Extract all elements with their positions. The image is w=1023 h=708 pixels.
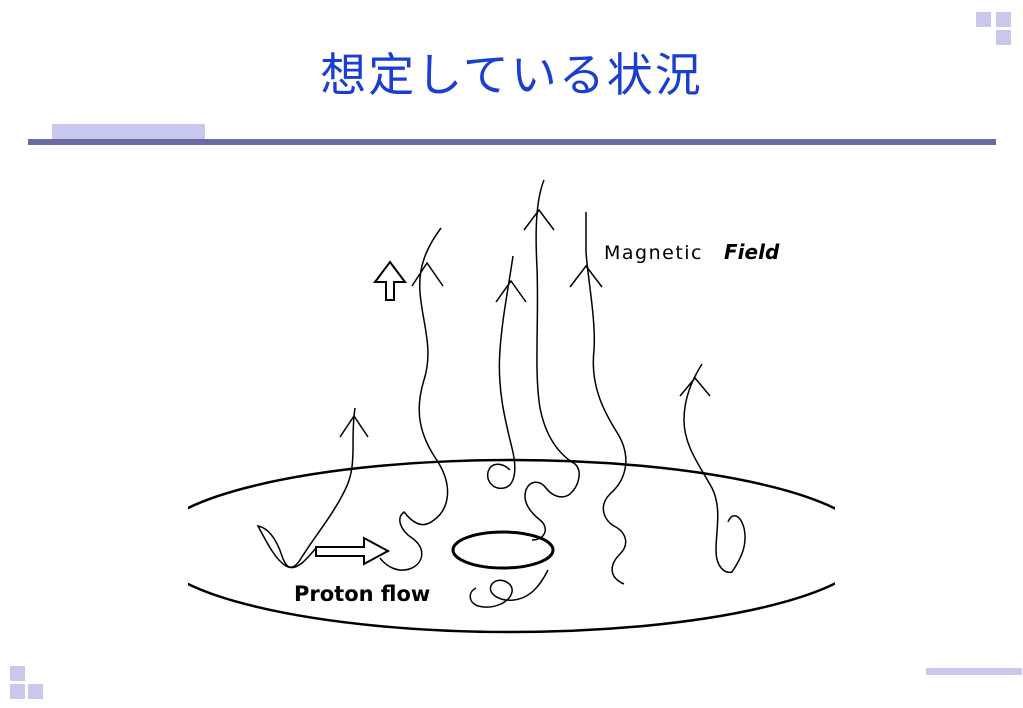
arrowhead-2 [411,261,444,287]
field-line-2 [379,227,449,571]
arrowhead-1 [339,414,369,438]
arrowhead-5 [569,264,603,288]
central-loop [451,530,555,570]
arrowhead-6 [679,376,711,397]
corner-square-bottom-left-3 [28,684,43,699]
field-line-4 [524,179,580,541]
corner-square-bottom-left-2 [10,684,25,699]
field-label: Field [724,240,780,264]
disk-ellipse [188,458,835,634]
corner-square-top-right-3 [996,30,1011,45]
bottom-right-bar [926,668,1022,675]
title-rule-accent [52,124,205,139]
open-up-arrow-icon [373,260,407,301]
field-line-6 [683,363,746,574]
title-rule [28,139,996,145]
slide-title: 想定している状況 [320,48,703,102]
corner-square-top-right-1 [976,12,991,27]
corner-square-bottom-left-1 [10,666,25,681]
field-line-5 [585,212,627,585]
proton-flow-label: Proton flow [294,582,430,606]
arrowhead-4 [523,208,555,231]
magnetic-label: Magnetic [604,242,703,264]
corner-square-top-right-2 [996,12,1011,27]
lower-squiggle [469,569,549,608]
field-line-3 [486,255,516,490]
field-line-1 [256,407,356,569]
arrowhead-3 [495,279,527,303]
proton-flow-arrow-icon [315,536,391,566]
